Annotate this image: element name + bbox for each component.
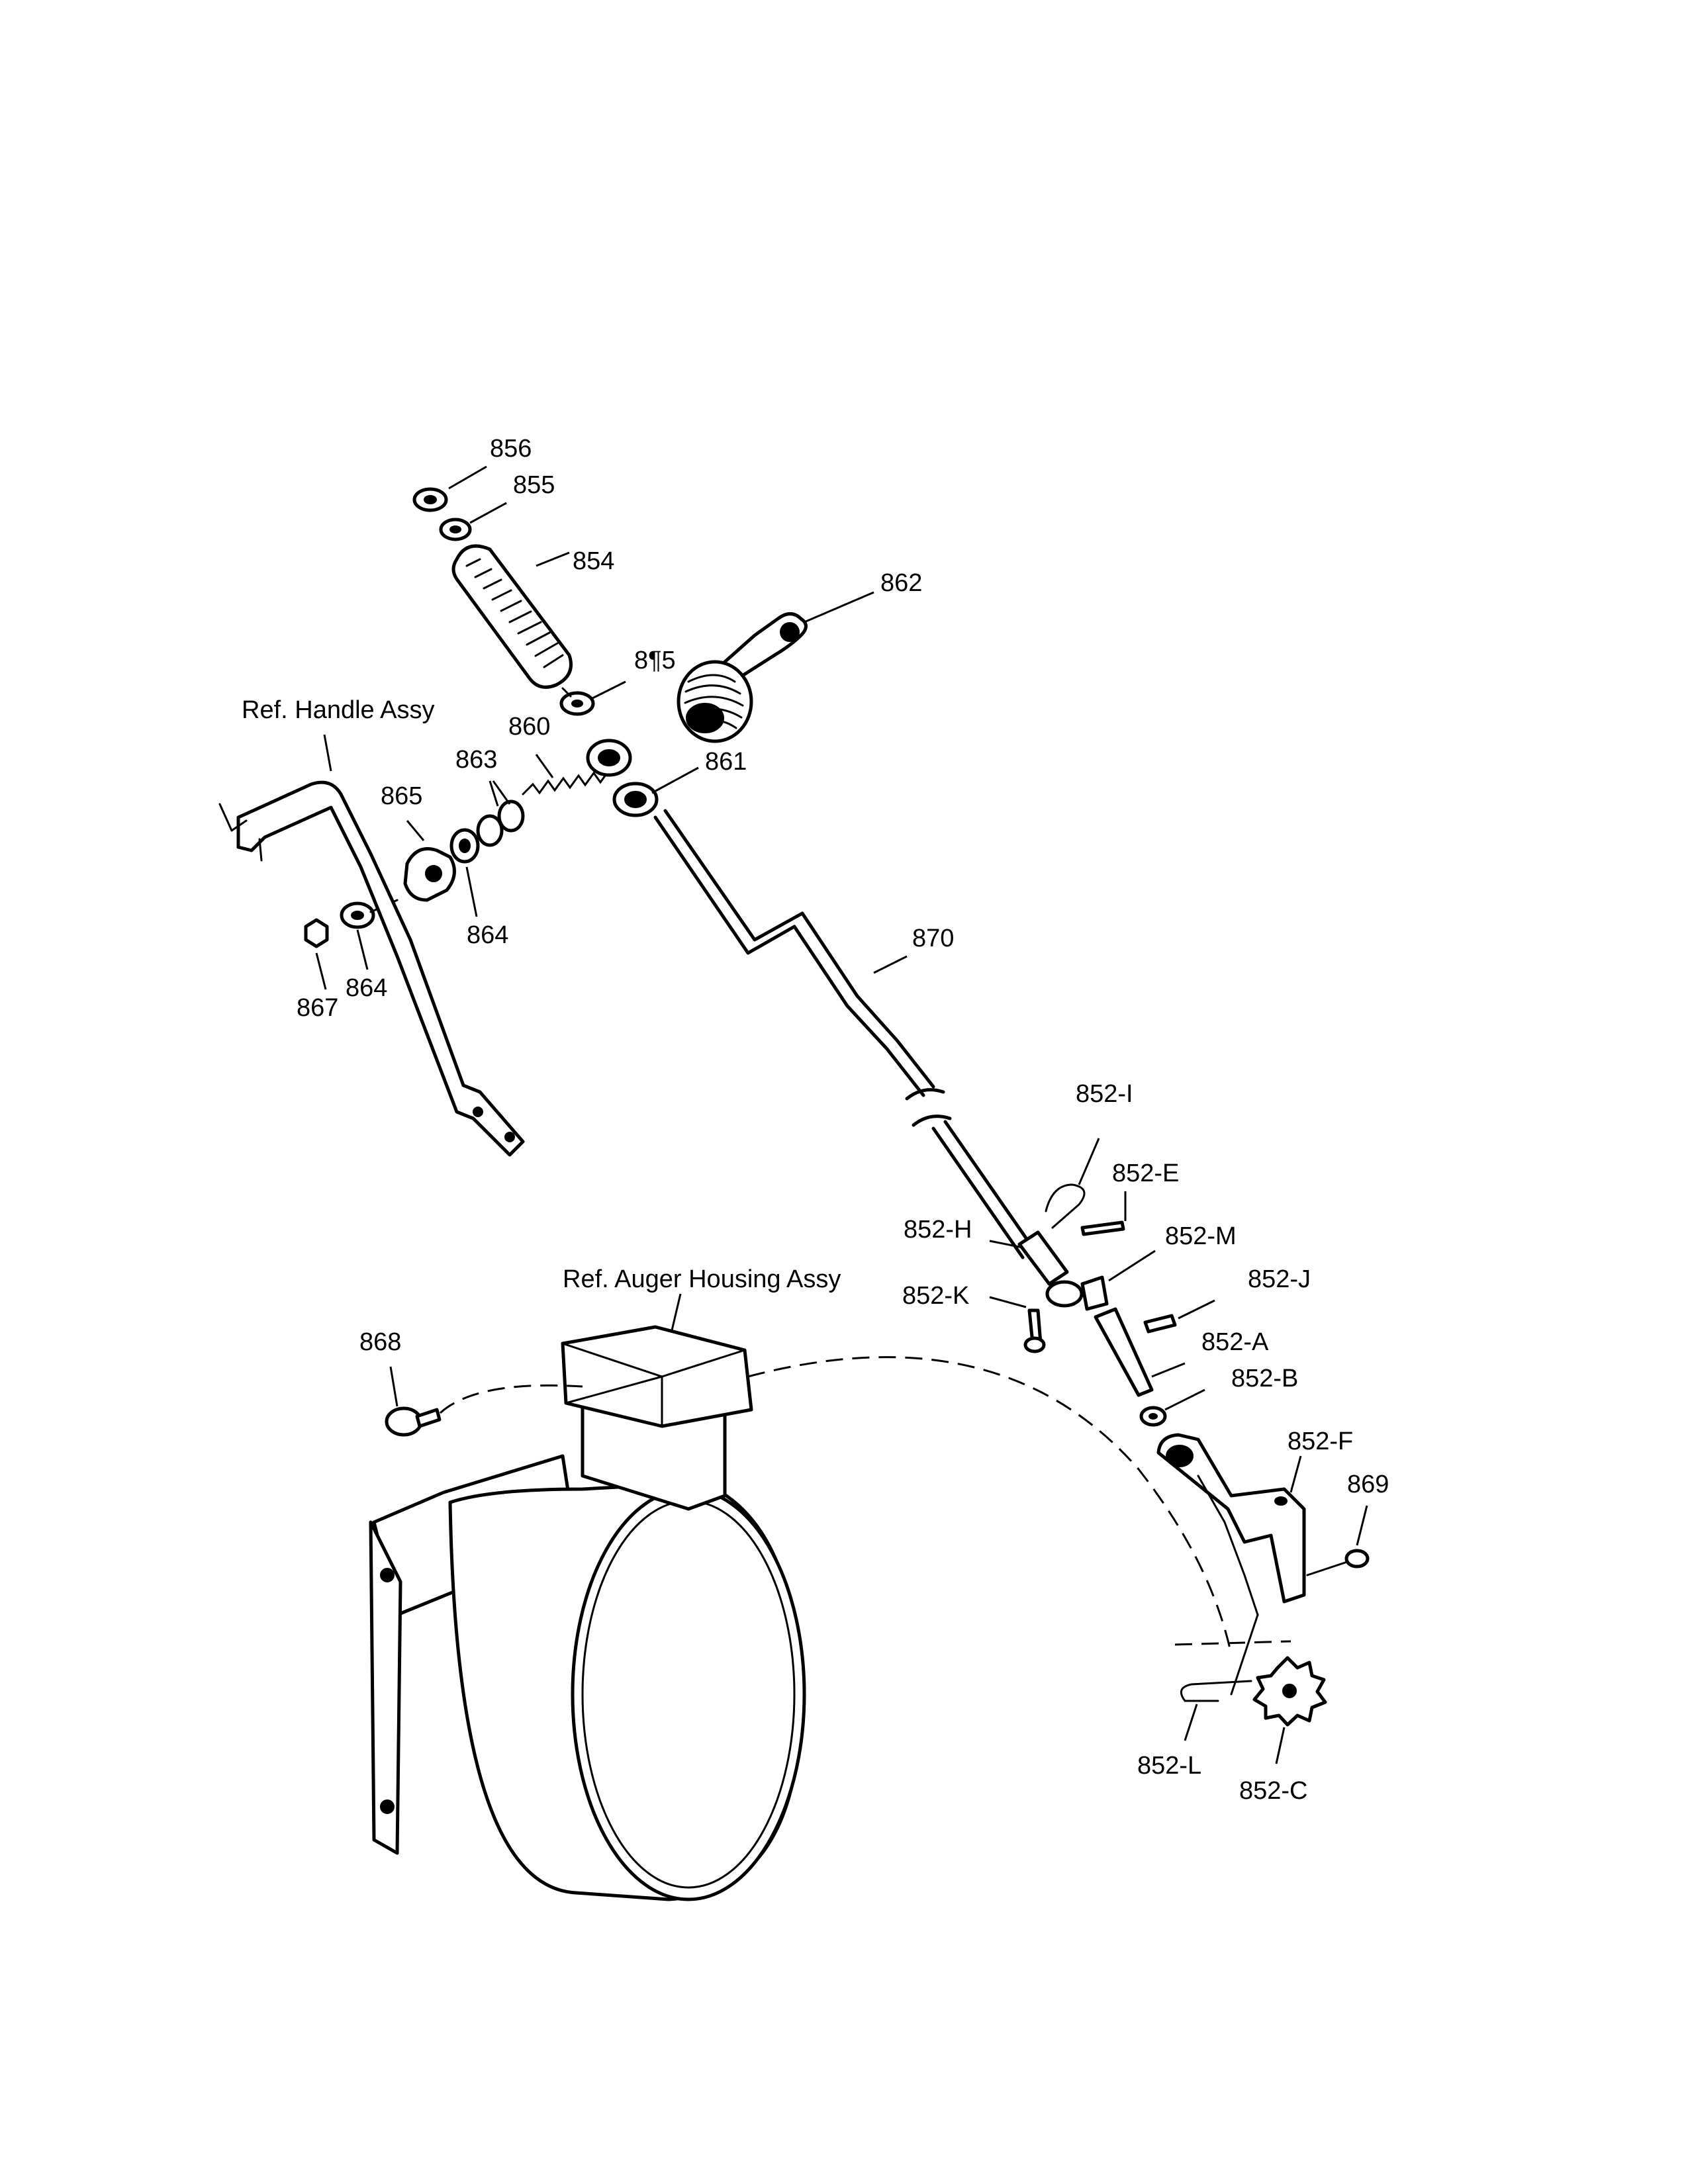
part-855-washer bbox=[439, 518, 472, 541]
label-870: 870 bbox=[912, 925, 954, 952]
part-852-A-shaft bbox=[1094, 1307, 1154, 1397]
label-852-I: 852-I bbox=[1076, 1080, 1133, 1108]
label-861: 861 bbox=[705, 748, 747, 776]
part-852-H-coupler bbox=[1017, 1230, 1084, 1308]
label-864-right: 864 bbox=[467, 921, 508, 949]
part-852-F-bracket bbox=[1156, 1433, 1306, 1616]
part-852-B-washer bbox=[1139, 1406, 1167, 1427]
part-855-washer-mid bbox=[559, 691, 595, 716]
part-852-M-block bbox=[1080, 1275, 1109, 1311]
part-864-washer-left bbox=[340, 901, 375, 929]
label-860: 860 bbox=[508, 713, 550, 741]
part-867-nut bbox=[304, 918, 329, 948]
part-868-bolt bbox=[385, 1406, 442, 1437]
part-852-K-bolt bbox=[1023, 1308, 1046, 1353]
label-855-top: 855 bbox=[513, 471, 555, 499]
label-869: 869 bbox=[1347, 1471, 1389, 1498]
label-854: 854 bbox=[573, 547, 614, 575]
part-852-E-pin bbox=[1080, 1220, 1125, 1236]
label-852-L: 852-L bbox=[1137, 1752, 1201, 1780]
ref-auger-housing bbox=[369, 1325, 806, 1901]
label-863: 863 bbox=[455, 746, 497, 774]
leader-lines bbox=[315, 465, 1368, 1764]
part-863-nuts bbox=[476, 799, 525, 847]
part-864-washer-right bbox=[449, 828, 480, 864]
part-852-I-hairpin bbox=[1045, 1183, 1086, 1229]
part-labels: 856 855 854 8¶5 862 Ref. Handle Assy 860… bbox=[242, 435, 1389, 1805]
label-852-B: 852-B bbox=[1231, 1365, 1298, 1392]
label-865: 865 bbox=[381, 782, 422, 810]
ref-handle-assembly bbox=[218, 780, 525, 1157]
part-854-handle-grip bbox=[451, 544, 573, 689]
label-ref-handle-assy: Ref. Handle Assy bbox=[242, 696, 434, 724]
label-852-A: 852-A bbox=[1201, 1328, 1269, 1356]
label-852-F: 852-F bbox=[1288, 1428, 1353, 1455]
label-852-C: 852-C bbox=[1239, 1777, 1308, 1805]
label-852-M: 852-M bbox=[1165, 1222, 1237, 1250]
label-852-H: 852-H bbox=[904, 1216, 972, 1244]
part-860-spring bbox=[522, 769, 610, 796]
label-864-left: 864 bbox=[346, 974, 387, 1002]
label-ref-auger-housing-assy: Ref. Auger Housing Assy bbox=[563, 1265, 841, 1293]
label-852-E: 852-E bbox=[1112, 1160, 1179, 1187]
part-865-adjust-knob bbox=[403, 847, 456, 902]
part-862-control-knob bbox=[677, 612, 808, 743]
label-852-K: 852-K bbox=[902, 1282, 969, 1310]
part-eyebolt-ring bbox=[586, 739, 632, 777]
part-856-washer bbox=[412, 487, 448, 512]
part-861-washer bbox=[612, 782, 659, 817]
label-867: 867 bbox=[297, 994, 338, 1022]
label-862: 862 bbox=[880, 569, 922, 597]
label-855-mid: 8¶5 bbox=[634, 647, 676, 674]
part-852-J-bolt bbox=[1143, 1314, 1177, 1334]
part-852-C-gear bbox=[1252, 1656, 1327, 1727]
part-869-bolt bbox=[1344, 1549, 1370, 1569]
label-868: 868 bbox=[359, 1328, 401, 1356]
label-852-J: 852-J bbox=[1248, 1265, 1311, 1293]
part-852-L-clip bbox=[1180, 1680, 1252, 1702]
label-856: 856 bbox=[490, 435, 532, 463]
part-870-crank-rod bbox=[653, 809, 1036, 1259]
